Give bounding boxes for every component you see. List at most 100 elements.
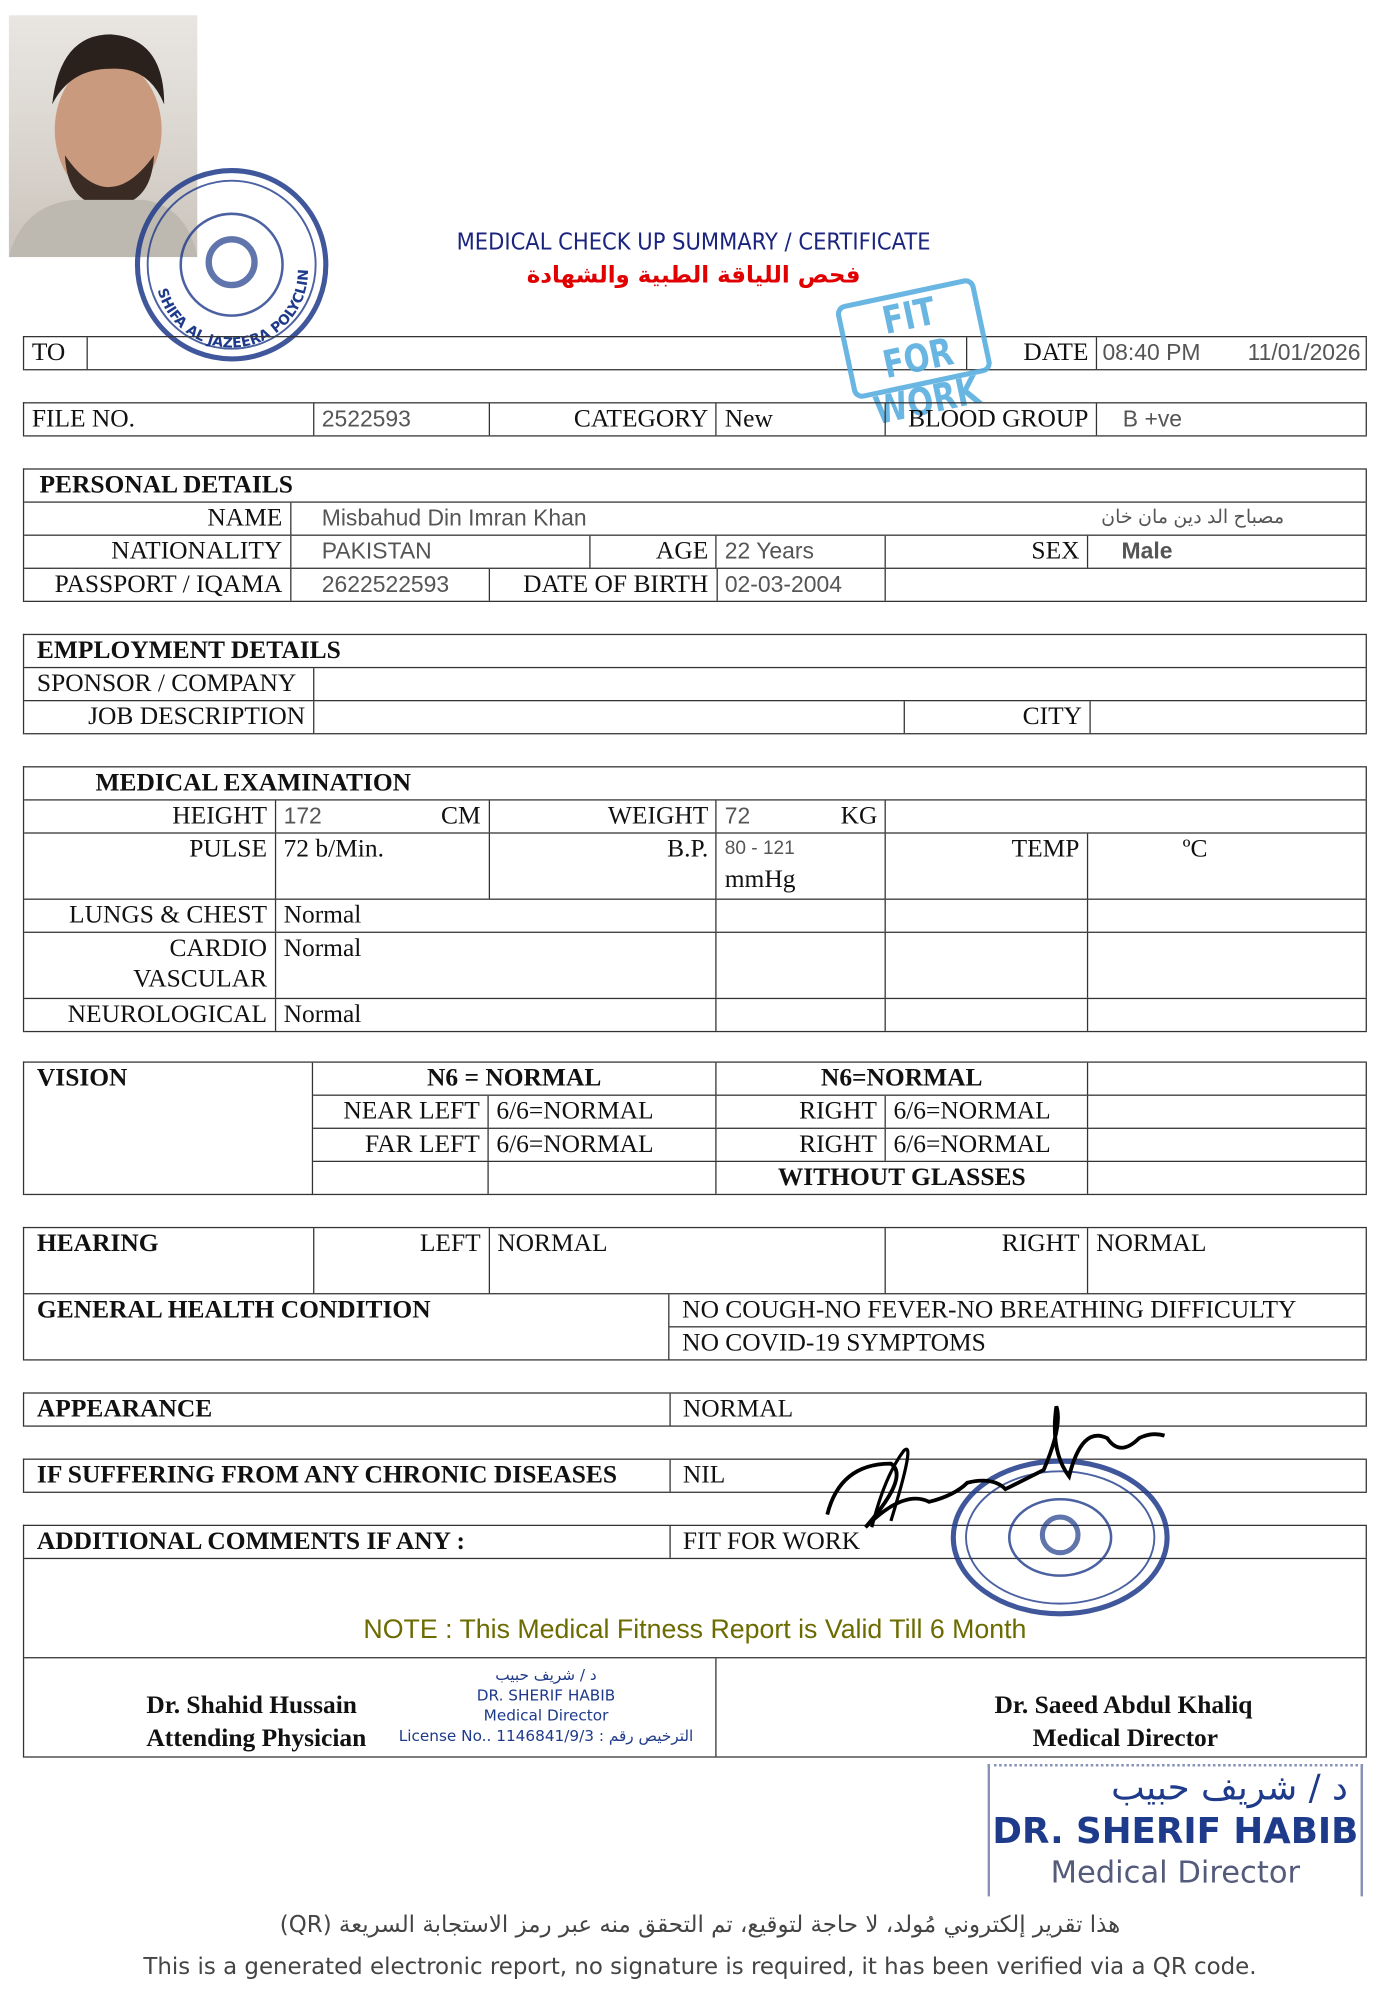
far-right-value: 6/6=NORMAL	[886, 1128, 1089, 1161]
temp-label: TEMP	[886, 833, 1089, 899]
neuro-value: Normal	[276, 999, 718, 1031]
medical-heading: MEDICAL EXAMINATION	[24, 767, 1367, 800]
person-photo-icon	[8, 34, 198, 258]
chronic-row: IF SUFFERING FROM ANY CHRONIC DISEASES N…	[22, 1458, 1367, 1493]
n6-right: N6=NORMAL	[717, 1062, 1089, 1095]
cardio-value: Normal	[276, 932, 718, 998]
chronic-heading: IF SUFFERING FROM ANY CHRONIC DISEASES	[24, 1459, 671, 1492]
bp-label: B.P.	[490, 833, 718, 899]
passport-value: 2622522593	[291, 568, 490, 601]
age-value: 22 Years	[717, 535, 887, 568]
near-left-label: NEAR LEFT	[313, 1095, 489, 1128]
sponsor-label: SPONSOR / COMPANY	[24, 668, 315, 701]
general-health-line1: NO COUGH-NO FEVER-NO BREATHING DIFFICULT…	[669, 1294, 1367, 1327]
time-value: 08:40 PM	[1102, 339, 1201, 366]
neuro-label: NEUROLOGICAL	[24, 999, 276, 1031]
employment-details: EMPLOYMENT DETAILS SPONSOR / COMPANY JOB…	[22, 633, 1367, 735]
cardio-label: CARDIO	[169, 934, 268, 963]
job-value	[314, 701, 906, 734]
director-title: Medical Director	[1032, 1724, 1219, 1753]
job-label: JOB DESCRIPTION	[24, 701, 315, 734]
sex-label: SEX	[886, 535, 1089, 568]
physician-stamp: د / شريف حبيب DR. SHERIF HABIB Medical D…	[398, 1666, 694, 1745]
file-no-label: FILE NO.	[24, 403, 315, 436]
without-glasses: WITHOUT GLASSES	[717, 1162, 1089, 1194]
footer-arabic: هذا تقرير إلكتروني مُولد، لا حاجة لتوقيع…	[279, 1911, 1121, 1939]
weight-unit: KG	[840, 801, 878, 830]
weight-label: WEIGHT	[490, 800, 718, 833]
age-label: AGE	[590, 535, 718, 568]
dob-label: DATE OF BIRTH	[490, 568, 718, 601]
hearing-right-value: NORMAL	[1088, 1228, 1367, 1294]
near-left-value: 6/6=NORMAL	[489, 1095, 717, 1128]
chronic-value: NIL	[670, 1459, 1367, 1492]
physician-name: Dr. Shahid Hussain	[146, 1691, 357, 1720]
appearance-row: APPEARANCE NORMAL	[22, 1392, 1367, 1427]
vision-section: VISION N6 = NORMAL N6=NORMAL NEAR LEFT 6…	[22, 1061, 1367, 1196]
nationality-label: NATIONALITY	[24, 535, 292, 568]
date-value: 11/01/2026	[1247, 339, 1361, 366]
director-stamp: د / شريف حبيب DR. SHERIF HABIB Medical D…	[987, 1764, 1364, 1897]
weight-value: 72	[724, 803, 751, 829]
near-right-label: RIGHT	[717, 1095, 886, 1128]
category-value: New	[717, 403, 887, 436]
dob-value: 02-03-2004	[717, 568, 887, 601]
comments-heading: ADDITIONAL COMMENTS IF ANY :	[24, 1526, 671, 1558]
hearing-section: HEARING LEFT NORMAL RIGHT NORMAL GENERAL…	[22, 1226, 1367, 1361]
temp-unit: ºC	[1088, 833, 1367, 899]
general-health-line2: NO COVID-19 SYMPTOMS	[669, 1327, 1367, 1360]
n6-left: N6 = NORMAL	[313, 1062, 717, 1095]
lungs-value: Normal	[276, 899, 718, 932]
appearance-value: NORMAL	[670, 1393, 1367, 1426]
pulse-value: 72 b/Min.	[276, 833, 490, 899]
category-label: CATEGORY	[490, 403, 718, 436]
personal-details: PERSONAL DETAILS NAME Misbahud Din Imran…	[22, 468, 1367, 603]
comments-value: FIT FOR WORK	[670, 1526, 1367, 1558]
hearing-right-label: RIGHT	[886, 1228, 1089, 1294]
clinic-stamp-icon: SHIFA AL JAZEERA POLYCLINIC	[127, 163, 329, 362]
page-title: MEDICAL CHECK UP SUMMARY / CERTIFICATE	[456, 229, 931, 256]
nationality-value: PAKISTAN	[291, 535, 591, 568]
passport-label: PASSPORT / IQAMA	[24, 568, 292, 601]
name-value: Misbahud Din Imran Khan	[321, 505, 587, 531]
name-label: NAME	[24, 502, 292, 535]
general-health-heading: GENERAL HEALTH CONDITION	[24, 1294, 670, 1361]
name-arabic-value: مصباح الد دين مان خان	[1101, 506, 1285, 529]
physician-title: Attending Physician	[146, 1724, 367, 1753]
to-row: TO DATE 08:40 PM 11/01/2026	[22, 336, 1367, 371]
blood-group-value: B +ve	[1097, 403, 1367, 436]
bp-unit: mmHg	[724, 865, 796, 894]
to-field	[88, 337, 968, 370]
fit-for-work-stamp: FIT FOR WORK	[834, 276, 994, 434]
far-left-value: 6/6=NORMAL	[489, 1128, 717, 1161]
blood-group-label: BLOOD GROUP	[886, 403, 1098, 436]
city-value	[1091, 701, 1367, 734]
hearing-heading: HEARING	[24, 1228, 315, 1294]
date-label: DATE	[968, 337, 1098, 370]
height-unit: CM	[441, 801, 481, 830]
height-value: 172	[283, 803, 322, 829]
city-label: CITY	[905, 701, 1091, 734]
bp-value: 80 - 121	[724, 837, 795, 860]
signature-icon	[825, 1405, 1166, 1529]
height-label: HEIGHT	[24, 800, 276, 833]
comments-section: ADDITIONAL COMMENTS IF ANY : FIT FOR WOR…	[22, 1524, 1367, 1758]
footer-english: This is a generated electronic report, n…	[143, 1953, 1257, 1981]
sex-value: Male	[1088, 535, 1367, 568]
hearing-left-value: NORMAL	[490, 1228, 887, 1294]
page-title-arabic: فحص اللياقة الطبية والشهادة	[526, 262, 861, 289]
appearance-heading: APPEARANCE	[24, 1393, 671, 1426]
far-right-label: RIGHT	[717, 1128, 886, 1161]
employment-heading: EMPLOYMENT DETAILS	[24, 635, 1367, 667]
near-right-value: 6/6=NORMAL	[886, 1095, 1089, 1128]
personal-heading: PERSONAL DETAILS	[24, 469, 1367, 502]
to-label: TO	[24, 337, 88, 370]
hearing-left-label: LEFT	[314, 1228, 490, 1294]
validity-note: NOTE : This Medical Fitness Report is Va…	[24, 1559, 1367, 1658]
lungs-label: LUNGS & CHEST	[24, 899, 276, 932]
pulse-label: PULSE	[24, 833, 276, 899]
director-name: Dr. Saeed Abdul Khaliq	[994, 1691, 1253, 1720]
vision-heading: VISION	[24, 1062, 314, 1196]
